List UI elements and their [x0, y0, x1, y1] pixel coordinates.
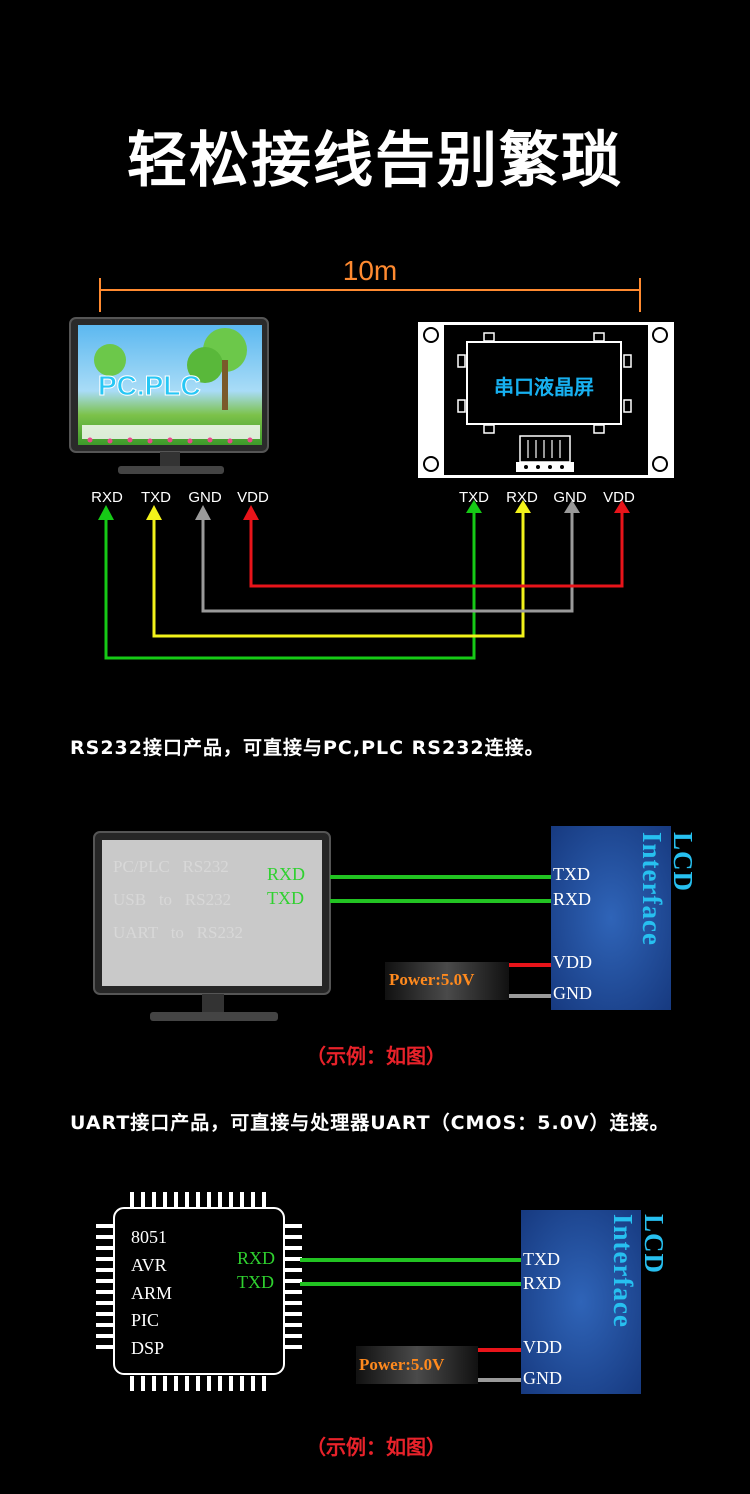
left-pin-rxd: RXD: [91, 489, 123, 506]
lcd-pin-vdd: VDD: [553, 952, 592, 972]
lcd-pin-txd: TXD: [553, 864, 590, 884]
arrow-heads: [98, 500, 630, 520]
wire-txd-rxd: [152, 510, 525, 638]
serial-lcd-label: 串口液晶屏: [494, 375, 594, 399]
distance-label: 10m: [342, 255, 398, 286]
uart-description: UART接口产品，可直接与处理器UART（CMOS：5.0V）连接。: [70, 1112, 670, 1134]
chip-pins: [96, 1192, 302, 1391]
rs232-diagram: [93, 826, 671, 1021]
lcd-pin-gnd: GND: [553, 983, 592, 1003]
wire-rxd-txd: [104, 510, 476, 660]
pc-rxd-label: RXD: [267, 864, 306, 884]
chip-dsp: DSP: [131, 1338, 165, 1358]
lcd2-pin-gnd: GND: [523, 1368, 562, 1388]
lcd2-pin-vdd: VDD: [523, 1337, 562, 1357]
lcd-module-icon: [418, 322, 674, 478]
example-label-2: （示例：如图）: [306, 1435, 446, 1459]
lcd-interface-label-2: LCD Interface: [608, 1214, 669, 1328]
pc-txd-label: TXD: [267, 888, 304, 908]
page-title: 轻松接线告别繁琐: [127, 126, 623, 196]
wiring-diagram-1: [69, 278, 674, 660]
right-pin-gnd: GND: [553, 489, 587, 506]
power-label-2: Power:5.0V: [359, 1355, 445, 1374]
monitor-line-2: USB to RS232: [113, 890, 232, 909]
right-pin-rxd: RXD: [506, 489, 538, 506]
left-pin-gnd: GND: [188, 489, 222, 506]
right-pin-vdd: VDD: [603, 489, 635, 506]
pc-monitor-icon: [69, 317, 269, 474]
left-pin-txd: TXD: [141, 489, 171, 506]
right-pin-txd: TXD: [459, 489, 489, 506]
left-pin-vdd: VDD: [237, 489, 269, 506]
chip-avr: AVR: [131, 1255, 167, 1275]
chip-arm: ARM: [131, 1283, 173, 1303]
uart-diagram: [96, 1192, 641, 1394]
chip-pic: PIC: [131, 1310, 160, 1330]
lcd-pin-rxd: RXD: [553, 889, 592, 909]
lcd-interface-label: LCD Interface: [637, 832, 698, 946]
lcd2-pin-txd: TXD: [523, 1249, 560, 1269]
wire-gnd: [201, 510, 574, 613]
example-label-1: （示例：如图）: [306, 1044, 446, 1068]
chip-8051: 8051: [131, 1227, 167, 1247]
mcu-rxd-label: RXD: [237, 1248, 276, 1268]
chip-body: [113, 1207, 285, 1375]
lcd2-pin-rxd: RXD: [523, 1273, 562, 1293]
pc-plc-label: PC.PLC: [98, 370, 202, 402]
wire-vdd: [249, 510, 624, 588]
power-label: Power:5.0V: [389, 970, 475, 989]
distance-dimension: [99, 278, 641, 312]
rs232-description: RS232接口产品，可直接与PC,PLC RS232连接。: [70, 737, 545, 759]
monitor-line-3: UART to RS232: [113, 923, 243, 942]
mcu-txd-label: TXD: [237, 1272, 274, 1292]
monitor-line-1: PC/PLC RS232: [113, 857, 229, 876]
